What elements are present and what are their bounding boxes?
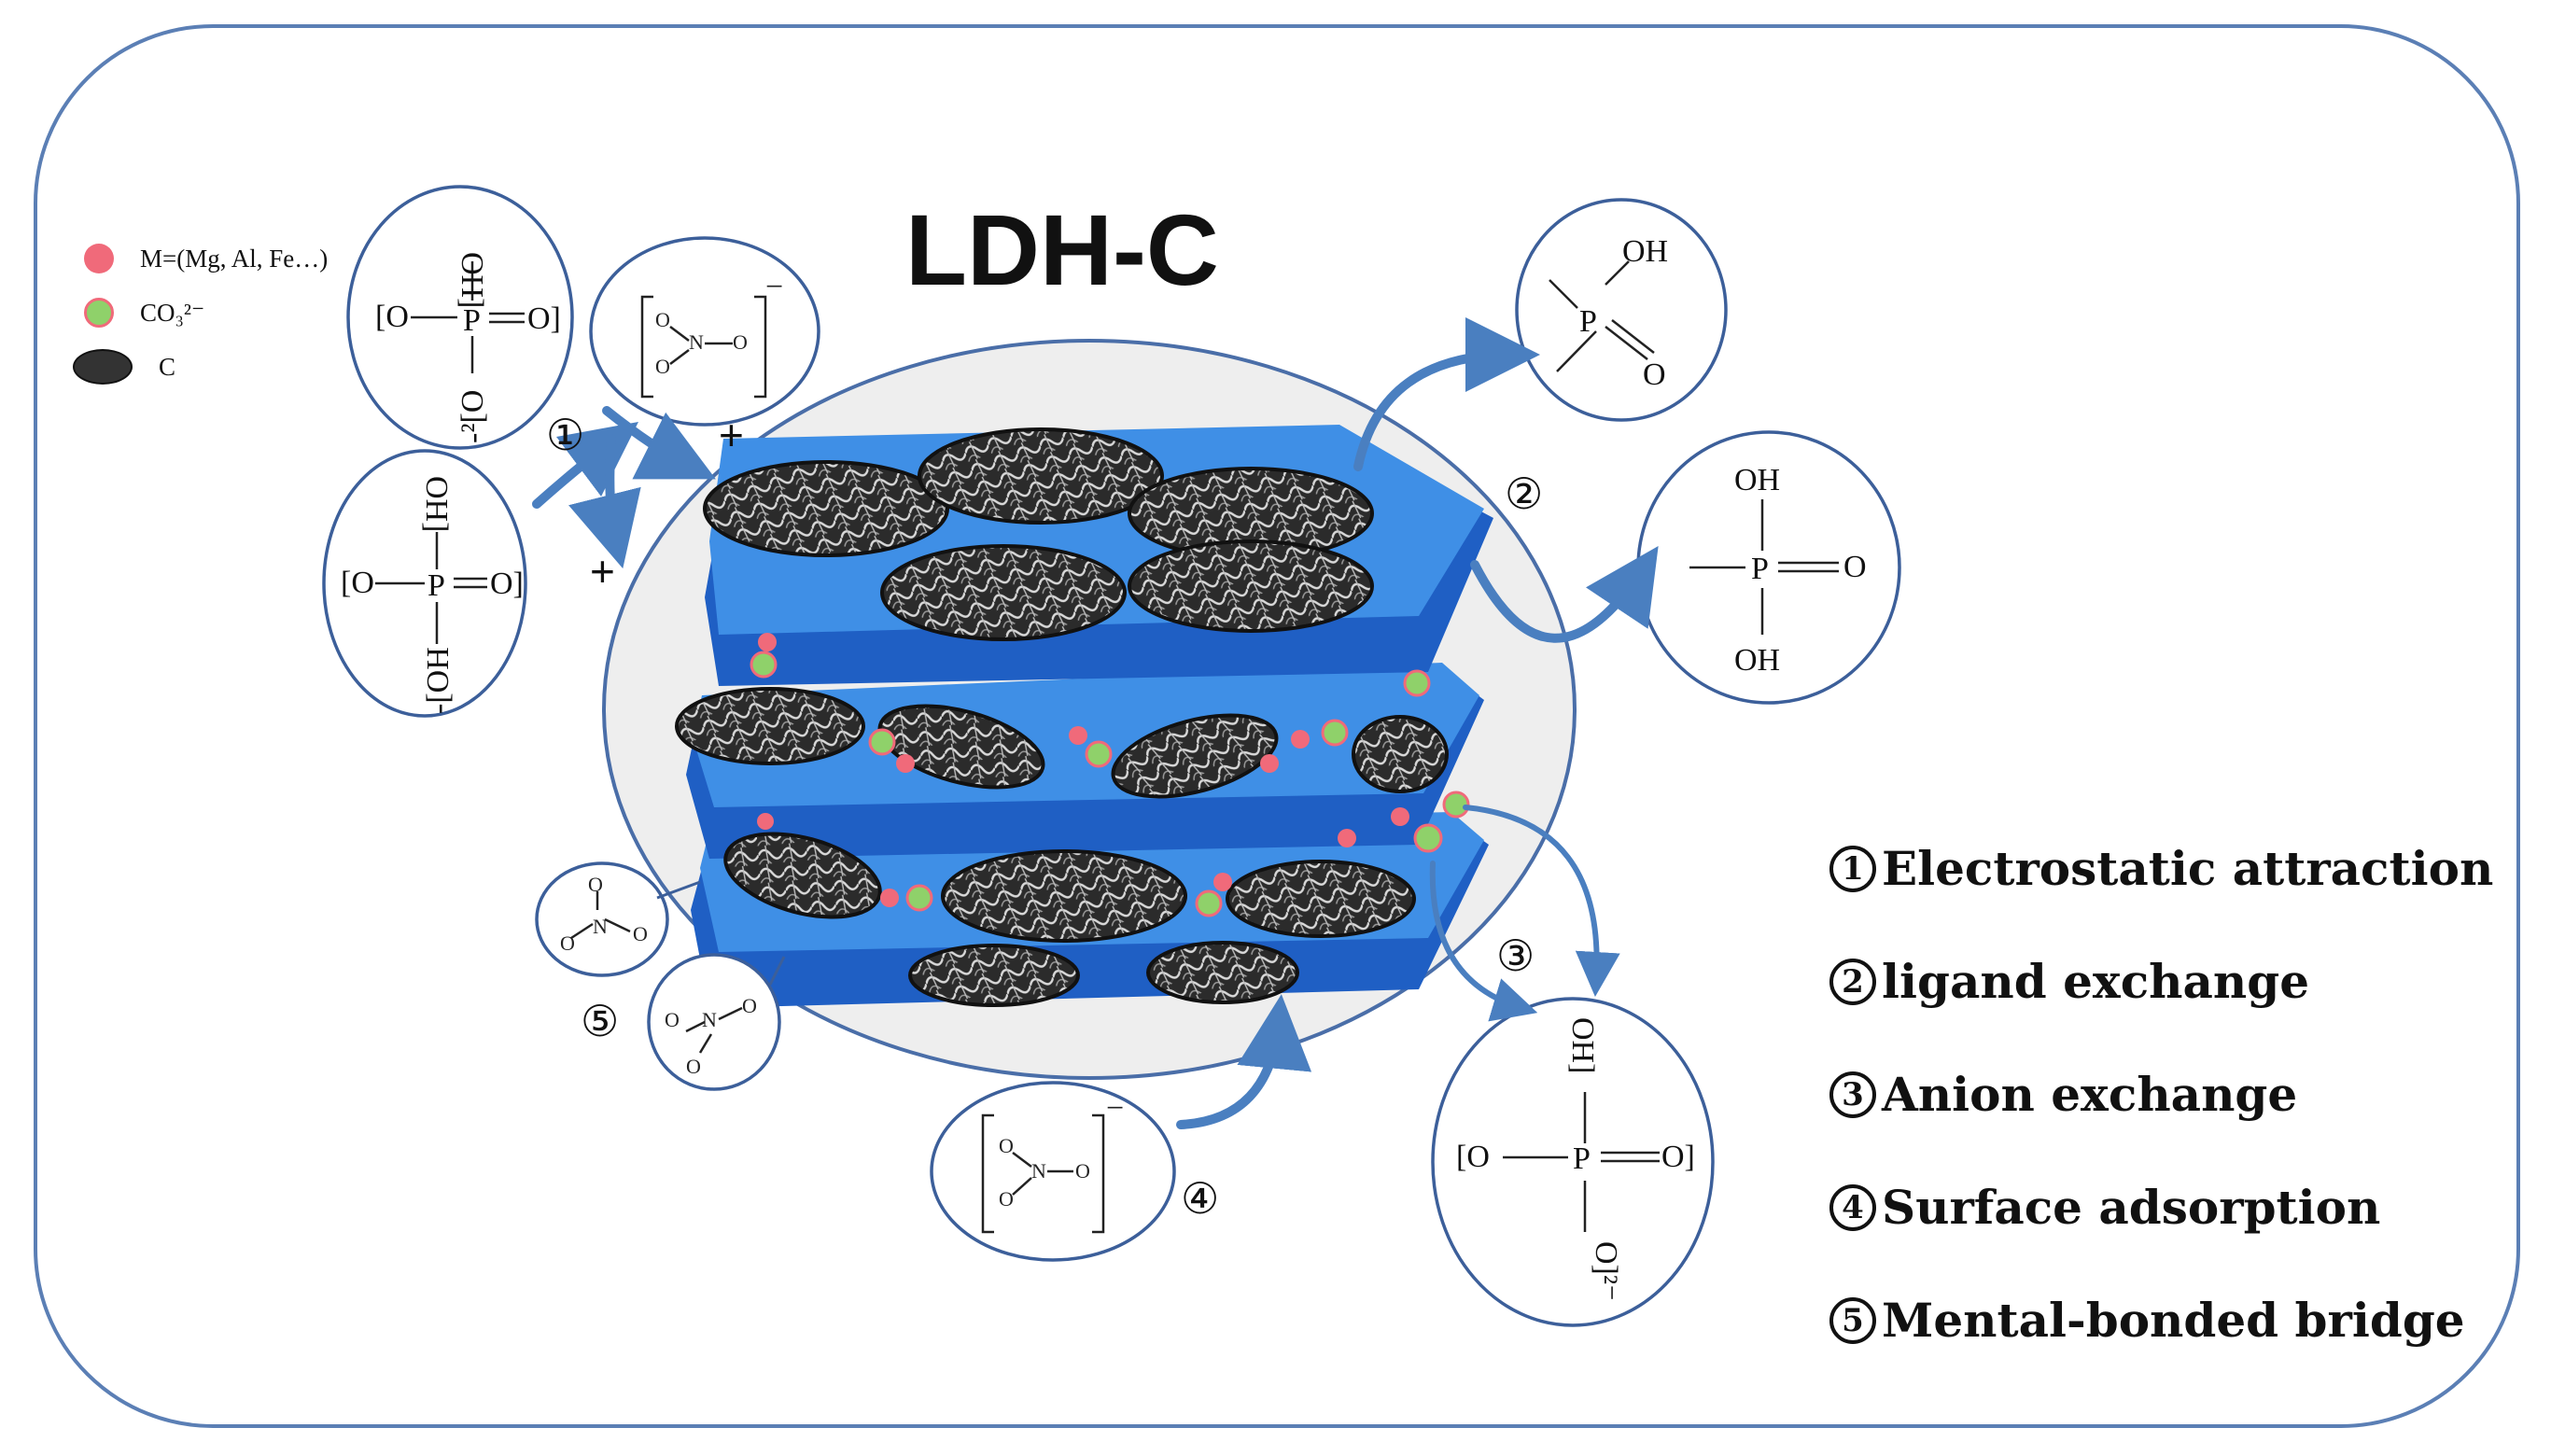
h2po4-o-left: [O — [341, 566, 374, 600]
mechanism-label: Mental-bonded bridge — [1882, 1293, 2465, 1348]
outer-frame — [34, 24, 2520, 1428]
carbon-particle-icon — [73, 349, 133, 385]
mechanism-number: 3 — [1829, 1071, 1876, 1118]
mechanism-number: 5 — [1829, 1296, 1876, 1344]
hpo4-right-oh: OH] — [1565, 1017, 1600, 1073]
hpo4-right-o-right: O] — [1661, 1140, 1695, 1174]
hpo4-right-p: P — [1573, 1141, 1591, 1176]
h2po4-p: P — [428, 568, 445, 603]
nitrate-o: O — [1075, 1159, 1090, 1183]
plus-sign: + — [719, 411, 744, 459]
diagram-title: LDH-C — [905, 193, 1219, 306]
mark-1: ① — [546, 410, 584, 460]
h2po4-oh: OH] — [419, 476, 454, 532]
mark-2: ② — [1505, 469, 1543, 519]
legend: M=(Mg, Al, Fe…) CO₃²⁻ C — [73, 231, 328, 394]
mechanism-label: Electrostatic attraction — [1882, 841, 2494, 896]
h3po4-o: O — [1843, 550, 1867, 584]
hpo4-right-o-bottom: O]²⁻ — [1589, 1241, 1623, 1301]
nitrate-n: N — [593, 915, 608, 938]
legend-label: CO₃²⁻ — [140, 298, 205, 327]
legend-item-carbon: C — [73, 340, 328, 394]
nitrate-o: O — [733, 330, 748, 354]
h2po4-o-right: O] — [490, 567, 524, 601]
hpo4-top-p: P — [463, 303, 481, 338]
mark-5: ⑤ — [581, 996, 619, 1046]
mark-3: ③ — [1496, 931, 1535, 981]
nitrate-o: O — [742, 994, 757, 1017]
hpo4-top-o-left: [O — [375, 300, 409, 334]
legend-item-metal: M=(Mg, Al, Fe…) — [73, 231, 328, 286]
carbon-particles — [675, 427, 1449, 1007]
h3po4-oh-top: OH — [1734, 463, 1780, 497]
mechanism-number: 1 — [1829, 845, 1876, 892]
nitrate-n: N — [1031, 1159, 1046, 1183]
hpo4-top-oh: OH] — [455, 252, 489, 308]
mechanism-arrows — [532, 317, 1659, 1129]
phosphonate-oh: OH — [1622, 234, 1668, 269]
mechanism-label: ligand exchange — [1882, 954, 2310, 1009]
nitrate-n: N — [689, 330, 704, 354]
nitrate-o: O — [665, 1008, 680, 1031]
nitrate-o: O — [999, 1134, 1014, 1157]
h3po4-oh-bottom: OH — [1734, 643, 1780, 678]
nitrate-charge: − — [765, 270, 783, 304]
phosphonate-p: P — [1579, 304, 1597, 339]
carbonate-dots — [750, 651, 1470, 917]
phosphonate-o: O — [1643, 357, 1666, 392]
nitrate-o: O — [655, 308, 670, 331]
plus-sign: + — [590, 547, 615, 595]
nitrate-n: N — [702, 1008, 717, 1031]
nitrate-o: O — [560, 931, 575, 955]
mechanism-label: Surface adsorption — [1882, 1180, 2381, 1235]
h2po4-o-bottom: -[OH — [421, 647, 456, 714]
mechanism-number: 2 — [1829, 958, 1876, 1005]
legend-label: M=(Mg, Al, Fe…) — [140, 244, 329, 273]
metal-dots — [757, 633, 1409, 907]
legend-label: C — [159, 352, 176, 381]
nitrate-o: O — [588, 873, 603, 896]
nitrate-o: O — [999, 1187, 1014, 1211]
hpo4-top-o-bottom: -²[O — [456, 390, 490, 443]
hpo4-top-o-right: O] — [527, 301, 561, 336]
mechanism-number: 4 — [1829, 1183, 1876, 1231]
nitrate-charge: − — [1106, 1091, 1124, 1126]
hpo4-right-o-left: [O — [1456, 1140, 1490, 1174]
h3po4-p: P — [1751, 552, 1769, 586]
bond-lines — [375, 260, 1839, 1234]
nitrate-o: O — [686, 1055, 701, 1078]
legend-item-carbonate: CO₃²⁻ — [73, 286, 328, 340]
nitrate-o: O — [655, 355, 670, 378]
mechanism-label: Anion exchange — [1882, 1067, 2298, 1122]
mark-4: ④ — [1181, 1173, 1219, 1224]
green-dot-icon — [84, 298, 114, 328]
nitrate-o: O — [633, 922, 648, 945]
red-dot-icon — [84, 244, 114, 273]
